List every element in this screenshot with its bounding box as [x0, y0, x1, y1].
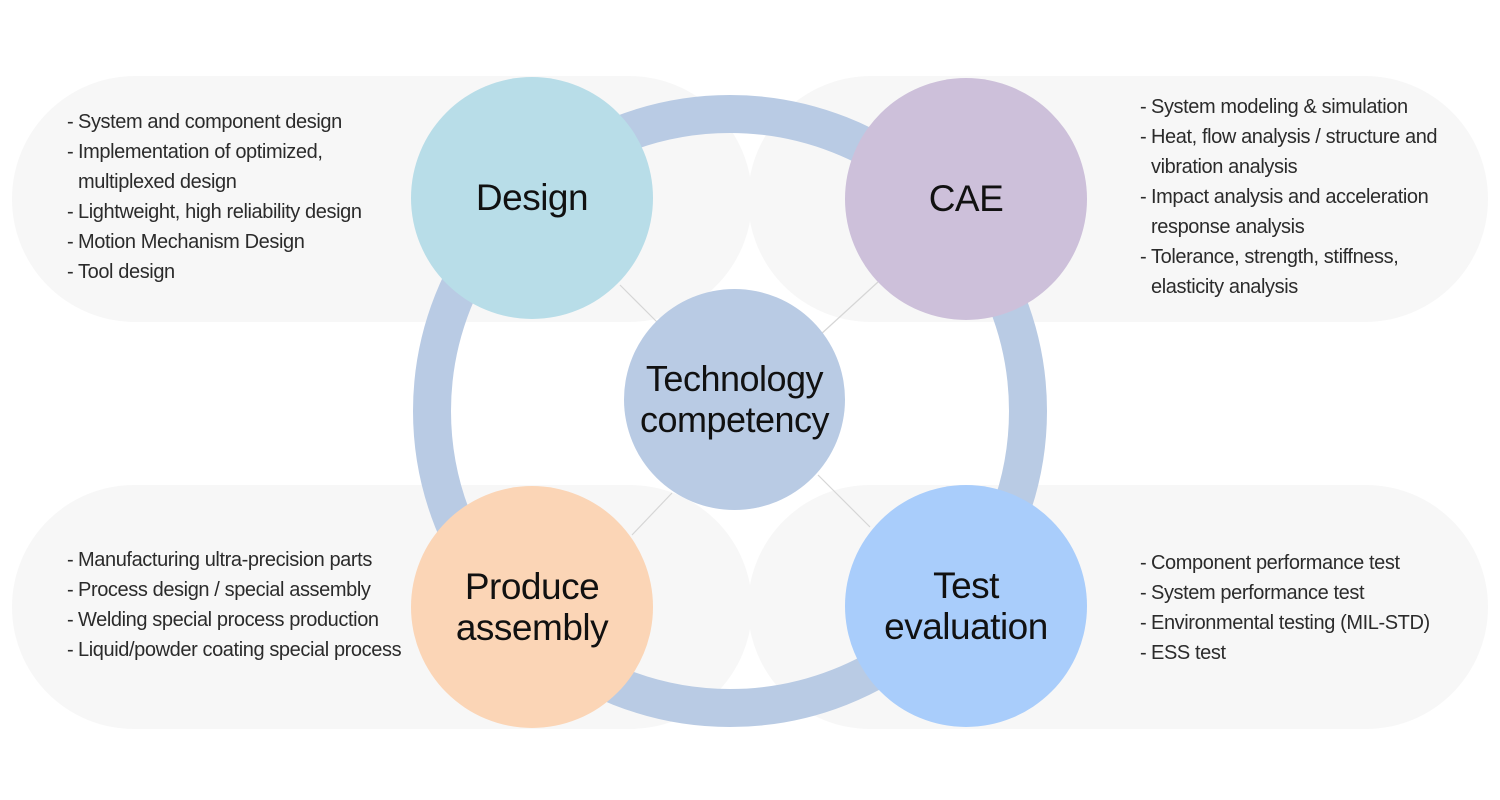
connector-produce: [631, 492, 673, 536]
cae-item: Impact analysis and acceleration respons…: [1140, 182, 1470, 242]
produce-item: Process design / special assembly: [67, 575, 407, 605]
center-node-label: Technology competency: [639, 358, 830, 440]
outer-ring: [413, 95, 1047, 727]
center-node: Technology competency: [624, 289, 845, 510]
design-item: System and component design: [67, 107, 397, 137]
test-evaluation-node-label: Test evaluation: [884, 564, 1048, 647]
connector-cae: [819, 281, 879, 336]
design-node: Design: [411, 77, 653, 319]
design-items: System and component designImplementatio…: [67, 107, 397, 287]
test-item: ESS test: [1140, 638, 1470, 668]
test-item: Environmental testing (MIL-STD): [1140, 608, 1470, 638]
produce-assembly-node-label: Produce assembly: [455, 565, 609, 648]
produce-item: Liquid/powder coating special process: [67, 635, 407, 665]
design-node-label: Design: [475, 177, 589, 219]
cae-item: System modeling & simulation: [1140, 92, 1470, 122]
cae-node: CAE: [845, 78, 1087, 320]
produce-assembly-node: Produce assembly: [411, 486, 653, 728]
design-item: Motion Mechanism Design: [67, 227, 397, 257]
cae-items: System modeling & simulationHeat, flow a…: [1140, 92, 1470, 302]
produce-assembly-items: Manufacturing ultra-precision partsProce…: [67, 545, 407, 665]
design-item: Lightweight, high reliability design: [67, 197, 397, 227]
design-item: Implementation of optimized, multiplexed…: [67, 137, 397, 197]
cae-item: Tolerance, strength, stiffness, elastici…: [1140, 242, 1470, 302]
design-item: Tool design: [67, 257, 397, 287]
test-item: System performance test: [1140, 578, 1470, 608]
test-item: Component performance test: [1140, 548, 1470, 578]
cae-item: Heat, flow analysis / structure and vibr…: [1140, 122, 1470, 182]
produce-item: Welding special process production: [67, 605, 407, 635]
cae-node-label: CAE: [928, 178, 1004, 220]
test-evaluation-items: Component performance testSystem perform…: [1140, 548, 1470, 668]
connector-test: [817, 474, 871, 528]
connector-design: [619, 284, 661, 326]
produce-item: Manufacturing ultra-precision parts: [67, 545, 407, 575]
test-evaluation-node: Test evaluation: [845, 485, 1087, 727]
